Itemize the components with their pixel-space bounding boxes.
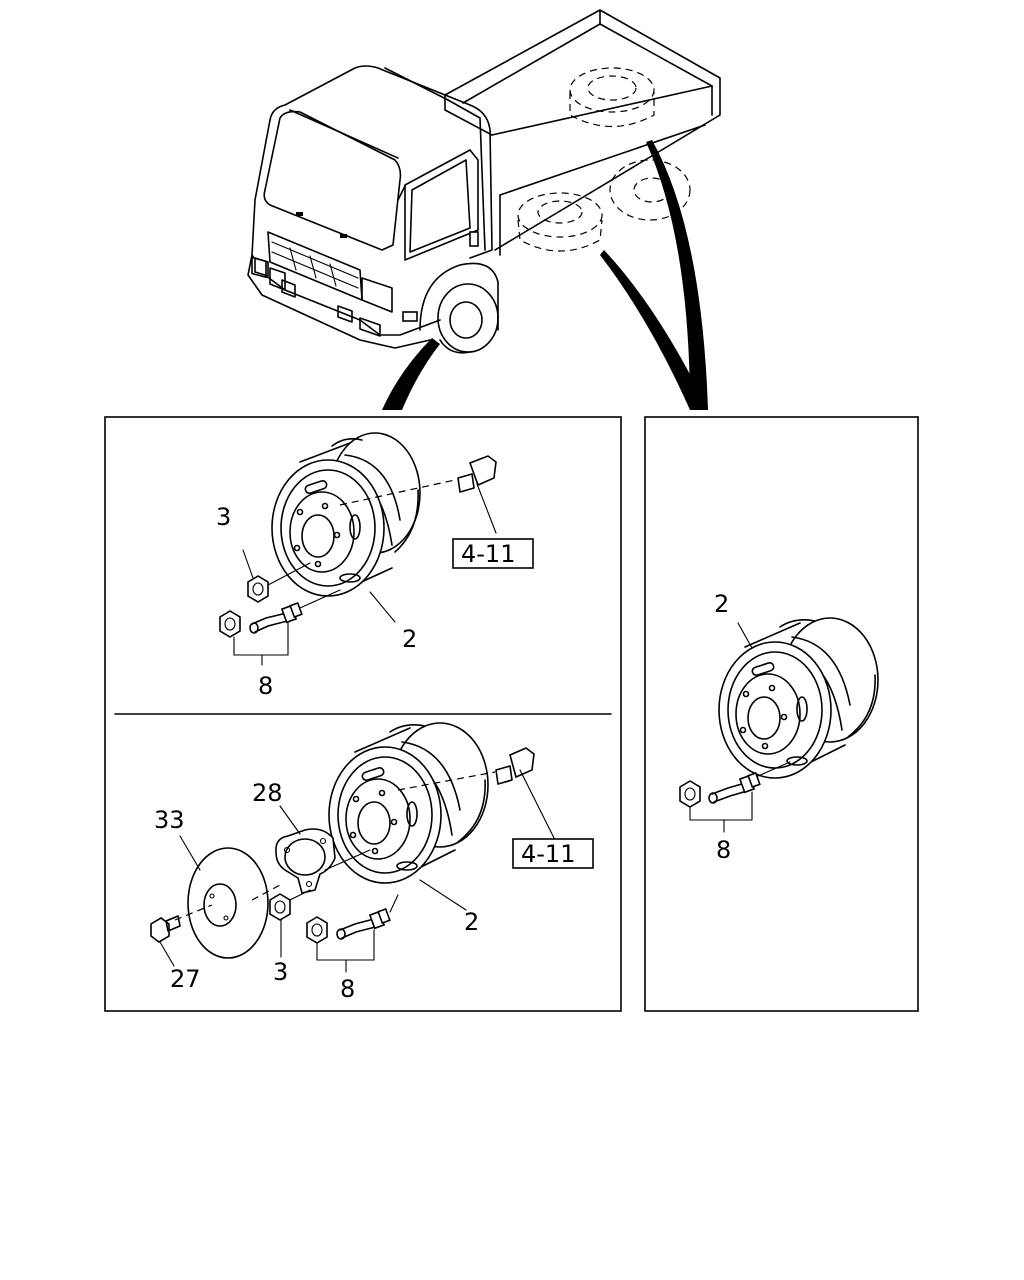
wheel-assembly-right: 2 8	[679, 590, 879, 864]
label-part-2-right: 2	[714, 590, 729, 618]
wheel-assembly-bottom: 4-11 3	[150, 722, 594, 1003]
ref-label: 4-11	[461, 540, 515, 568]
label-part-8-right: 8	[716, 836, 731, 864]
label-part-28: 28	[252, 779, 283, 807]
label-part-33: 33	[154, 806, 185, 834]
label-part-2: 2	[402, 625, 417, 653]
ref-label-bottom: 4-11	[521, 840, 575, 868]
ref-box-bottom	[512, 838, 594, 869]
label-part-3-bottom: 3	[273, 958, 288, 986]
label-part-3: 3	[216, 503, 231, 531]
truck-illustration	[247, 9, 721, 410]
label-part-27: 27	[170, 965, 201, 993]
rear-wheel-panel	[644, 416, 919, 1012]
label-part-8-bottom: 8	[340, 975, 355, 1003]
label-part-8: 8	[258, 672, 273, 700]
ref-box	[452, 538, 534, 569]
label-part-2-bottom: 2	[464, 908, 479, 936]
wheel-assembly-top: 3 2 8 4-11	[216, 432, 534, 700]
